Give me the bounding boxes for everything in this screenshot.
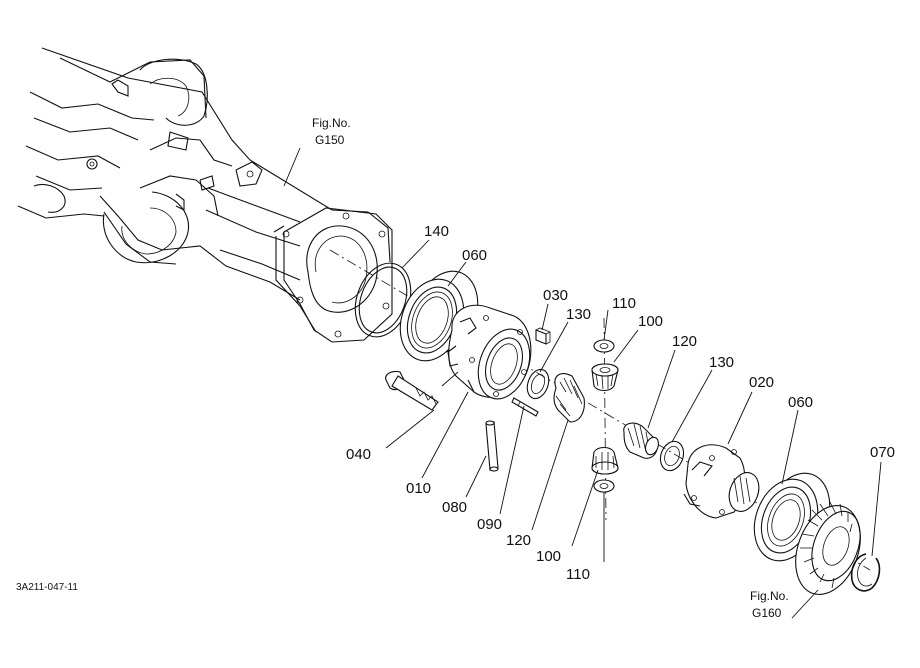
fig-ref-g150-line1: Fig.No. [312,116,351,130]
part-label-010: 010 [406,480,431,497]
key-030 [535,327,551,345]
part-labels: 140 060 030 130 110 100 120 130 020 060 … [346,223,895,583]
bearing-060-left [399,270,479,362]
part-label-100-top: 100 [638,313,663,330]
side-gear-120-right [623,422,659,459]
part-label-090: 090 [477,516,502,533]
part-label-120-left: 120 [506,532,531,549]
part-label-110-top: 110 [612,295,636,312]
side-gear-120-left [553,373,585,423]
ring-gear [795,501,861,595]
case-cover-020 [683,444,760,519]
fig-ref-g160-line2: G160 [752,606,782,620]
figure-ref-g160: Fig.No. G160 [750,589,789,620]
thrust-washer-110-bottom [593,479,615,493]
pinion-gear-100-top [591,363,619,392]
bolt-040 [385,370,439,411]
drawing-id: 3A211-047-11 [16,582,78,593]
shaft-090 [511,397,539,417]
washer-130-right [659,440,685,472]
washer-130-left [526,368,550,400]
snap-ring-070 [850,553,881,592]
fig-ref-g160-line1: Fig.No. [750,589,789,603]
part-label-080: 080 [442,499,467,516]
part-label-140: 140 [424,223,449,240]
part-label-020: 020 [749,374,774,391]
part-label-070: 070 [870,444,895,461]
part-label-040: 040 [346,446,371,463]
part-label-060-right: 060 [788,394,813,411]
part-label-130-right: 130 [709,354,734,371]
leader-lines [283,147,882,619]
pinion-gear-100-bottom [591,446,619,475]
pin-080 [485,420,499,472]
thrust-washer-110-top [593,339,615,353]
part-label-100-bottom: 100 [536,548,561,565]
figure-ref-g150: Fig.No. G150 [312,116,351,147]
part-label-110-bottom: 110 [566,566,590,583]
part-label-120-right: 120 [672,333,697,350]
part-label-060-left: 060 [462,247,487,264]
differential-case-010 [447,304,532,400]
axle-housing [17,47,393,343]
fig-ref-g150-line2: G150 [315,133,345,147]
part-label-030: 030 [543,287,568,304]
part-label-130-left: 130 [566,306,591,323]
